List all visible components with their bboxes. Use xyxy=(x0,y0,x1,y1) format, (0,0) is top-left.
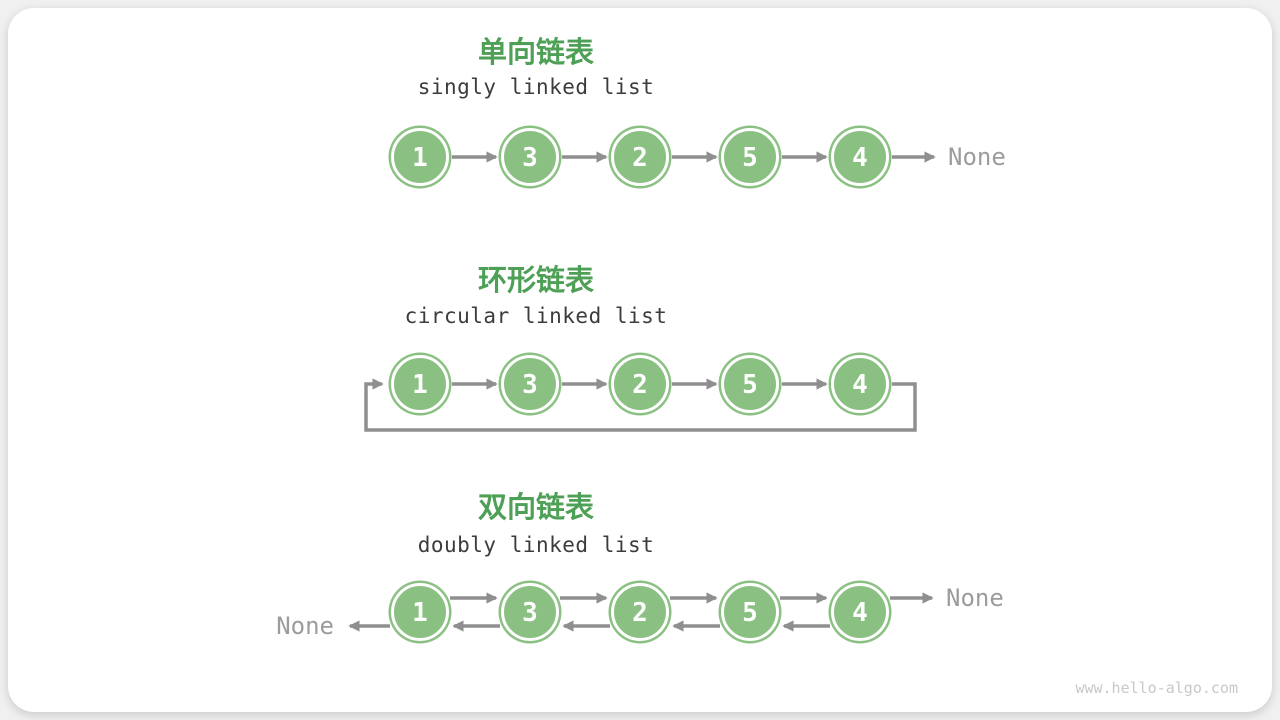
node-circle xyxy=(388,125,452,189)
node-value: 5 xyxy=(742,143,758,173)
node-value: 4 xyxy=(852,598,868,628)
list-node: 5 xyxy=(718,352,782,416)
list-node: 4 xyxy=(828,125,892,189)
node-value: 1 xyxy=(412,143,428,173)
section-title-en: circular linked list xyxy=(405,304,668,328)
section-circular-linked-list: 环形链表 circular linked list 1 3 2 5 xyxy=(364,263,917,432)
node-value: 5 xyxy=(742,598,758,628)
node-value: 2 xyxy=(632,370,648,400)
node-ring xyxy=(611,128,669,186)
node-ring xyxy=(501,128,559,186)
node-value: 4 xyxy=(852,370,868,400)
list-node: 2 xyxy=(608,580,672,644)
section-title-zh: 环形链表 xyxy=(478,263,594,297)
node-circle xyxy=(498,125,562,189)
loop-back-arrow xyxy=(364,378,917,432)
list-node: 2 xyxy=(608,125,672,189)
node-circle xyxy=(718,125,782,189)
list-node: 1 xyxy=(388,580,452,644)
node-circle xyxy=(718,352,782,416)
node-value: 1 xyxy=(412,370,428,400)
node-value: 4 xyxy=(852,143,868,173)
none-label: None xyxy=(948,143,1006,171)
node-ring xyxy=(611,583,669,641)
none-label: None xyxy=(946,584,1004,612)
node-value: 2 xyxy=(632,598,648,628)
node-circle xyxy=(388,352,452,416)
node-circle xyxy=(608,352,672,416)
list-node: 5 xyxy=(718,125,782,189)
list-node: 2 xyxy=(608,352,672,416)
node-ring xyxy=(721,128,779,186)
node-circle xyxy=(828,125,892,189)
section-title-en: doubly linked list xyxy=(418,533,655,557)
node-ring xyxy=(391,128,449,186)
node-value: 1 xyxy=(412,598,428,628)
watermark: www.hello-algo.com xyxy=(1075,679,1238,697)
list-node: 1 xyxy=(388,125,452,189)
node-circle xyxy=(718,580,782,644)
list-node: 4 xyxy=(828,580,892,644)
node-circle xyxy=(388,580,452,644)
node-value: 3 xyxy=(522,370,538,400)
none-label: None xyxy=(276,612,334,640)
node-value: 5 xyxy=(742,370,758,400)
node-circle xyxy=(608,580,672,644)
node-ring xyxy=(721,583,779,641)
list-node: 1 xyxy=(388,352,452,416)
node-value: 3 xyxy=(522,598,538,628)
list-node: 3 xyxy=(498,580,562,644)
section-singly-linked-list: 单向链表 singly linked list None 1 3 2 5 xyxy=(388,35,1006,189)
node-ring xyxy=(391,355,449,413)
node-value: 2 xyxy=(632,143,648,173)
node-value: 3 xyxy=(522,143,538,173)
node-ring xyxy=(391,583,449,641)
list-node: 3 xyxy=(498,352,562,416)
list-node: 3 xyxy=(498,125,562,189)
node-ring xyxy=(501,583,559,641)
node-circle xyxy=(828,352,892,416)
node-ring xyxy=(501,355,559,413)
section-title-en: singly linked list xyxy=(418,75,655,99)
node-circle xyxy=(498,352,562,416)
node-ring xyxy=(831,583,889,641)
node-circle xyxy=(608,125,672,189)
section-title-zh: 双向链表 xyxy=(478,490,594,524)
node-ring xyxy=(721,355,779,413)
list-node: 5 xyxy=(718,580,782,644)
node-circle xyxy=(498,580,562,644)
node-ring xyxy=(831,355,889,413)
node-ring xyxy=(831,128,889,186)
section-title-zh: 单向链表 xyxy=(478,35,594,69)
node-circle xyxy=(828,580,892,644)
list-node: 4 xyxy=(828,352,892,416)
node-ring xyxy=(611,355,669,413)
section-doubly-linked-list: 双向链表 doubly linked list None None 1 3 2 xyxy=(276,490,1004,644)
